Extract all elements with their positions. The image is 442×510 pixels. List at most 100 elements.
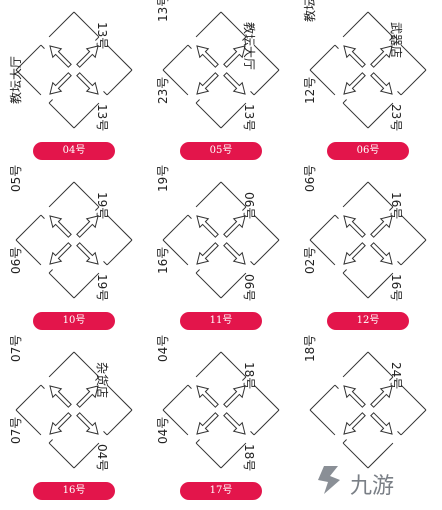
exit-label-br: 16号 — [389, 274, 403, 302]
door-tick — [95, 376, 100, 381]
diamond-edge — [162, 214, 189, 241]
diamond-edge — [342, 102, 369, 129]
door-tick — [242, 36, 247, 41]
exit-label-bl: 07号 — [9, 416, 23, 444]
arrow-icon — [343, 412, 366, 435]
diamond-edge — [367, 351, 394, 378]
door-tick — [389, 376, 394, 381]
direction-diagram — [15, 181, 133, 299]
arrow-icon — [223, 45, 246, 68]
door-tick — [334, 214, 339, 219]
door-tick — [48, 269, 53, 274]
diamond-edge — [309, 44, 336, 71]
watermark: 九游 — [310, 462, 438, 502]
exit-label-tr: 24号 — [389, 362, 403, 390]
door-tick — [195, 439, 200, 444]
room-number-badge: 10号 — [33, 312, 115, 330]
exit-label-tl: 05号 — [9, 164, 23, 192]
arrow-icon — [343, 242, 366, 265]
diamond-edge — [162, 409, 189, 436]
exit-label-bl: 04号 — [156, 416, 170, 444]
arrow-icon — [49, 72, 72, 95]
diamond-edge — [15, 384, 42, 411]
door-tick — [397, 261, 402, 266]
door-tick — [334, 44, 339, 49]
exit-label-tr: 杂货店 — [95, 362, 109, 399]
diamond-edge — [400, 239, 427, 266]
arrow-icon — [196, 242, 219, 265]
jiuyou-logo-icon — [318, 466, 340, 494]
diamond-edge — [162, 69, 189, 96]
diamond-edge — [73, 102, 100, 129]
exit-label-bl: 16号 — [156, 246, 170, 274]
room-number-badge: 12号 — [327, 312, 409, 330]
direction-diagram — [162, 11, 280, 129]
arrow-icon — [196, 412, 219, 435]
diamond-edge — [15, 239, 42, 266]
diamond-edge — [15, 69, 42, 96]
diamond-edge — [195, 102, 222, 129]
arrow-icon — [370, 412, 393, 435]
diamond-edge — [195, 11, 222, 38]
door-tick — [242, 376, 247, 381]
diamond-edge — [220, 181, 247, 208]
diamond-edge — [48, 11, 75, 38]
diamond-edge — [342, 272, 369, 299]
diamond-edge — [106, 409, 133, 436]
door-tick — [389, 36, 394, 41]
diamond-edge — [220, 11, 247, 38]
diamond-edge — [73, 181, 100, 208]
diamond-edge — [367, 102, 394, 129]
arrow-icon — [76, 45, 99, 68]
room-cell: 教坛大厅武器店12号23号06号 — [294, 0, 442, 170]
direction-diagram — [15, 351, 133, 469]
door-tick — [187, 384, 192, 389]
diamond-edge — [162, 239, 189, 266]
diamond-edge — [367, 11, 394, 38]
exit-label-br: 06号 — [242, 274, 256, 302]
diamond-edge — [309, 409, 336, 436]
diamond-edge — [106, 384, 133, 411]
diamond-edge — [220, 442, 247, 469]
diamond-edge — [106, 239, 133, 266]
exit-label-tl: 06号 — [303, 164, 317, 192]
diamond-edge — [73, 272, 100, 299]
arrow-icon — [223, 412, 246, 435]
exit-label-bl: 23号 — [156, 76, 170, 104]
diamond-edge — [48, 102, 75, 129]
exit-label-br: 23号 — [389, 104, 403, 132]
arrow-icon — [223, 242, 246, 265]
door-tick — [342, 439, 347, 444]
direction-diagram — [162, 181, 280, 299]
diamond-edge — [400, 214, 427, 241]
door-tick — [397, 91, 402, 96]
diamond-edge — [162, 44, 189, 71]
arrow-icon — [49, 412, 72, 435]
diamond-edge — [367, 272, 394, 299]
exit-label-br: 04号 — [95, 444, 109, 472]
exit-label-bl: 教坛大厅 — [9, 55, 23, 104]
diamond-edge — [48, 272, 75, 299]
diamond-edge — [309, 214, 336, 241]
arrow-icon — [49, 385, 72, 408]
door-tick — [187, 44, 192, 49]
door-tick — [48, 99, 53, 104]
arrow-icon — [370, 215, 393, 238]
exit-label-tl: 教坛大厅 — [303, 0, 317, 22]
diamond-edge — [15, 409, 42, 436]
exit-label-tl: 13号 — [156, 0, 170, 22]
arrow-icon — [370, 72, 393, 95]
door-tick — [103, 261, 108, 266]
door-tick — [389, 206, 394, 211]
door-tick — [250, 261, 255, 266]
arrow-icon — [76, 412, 99, 435]
diamond-edge — [253, 384, 280, 411]
room-number-badge: 17号 — [180, 482, 262, 500]
diamond-edge — [162, 384, 189, 411]
room-number-badge: 16号 — [33, 482, 115, 500]
direction-diagram — [162, 351, 280, 469]
